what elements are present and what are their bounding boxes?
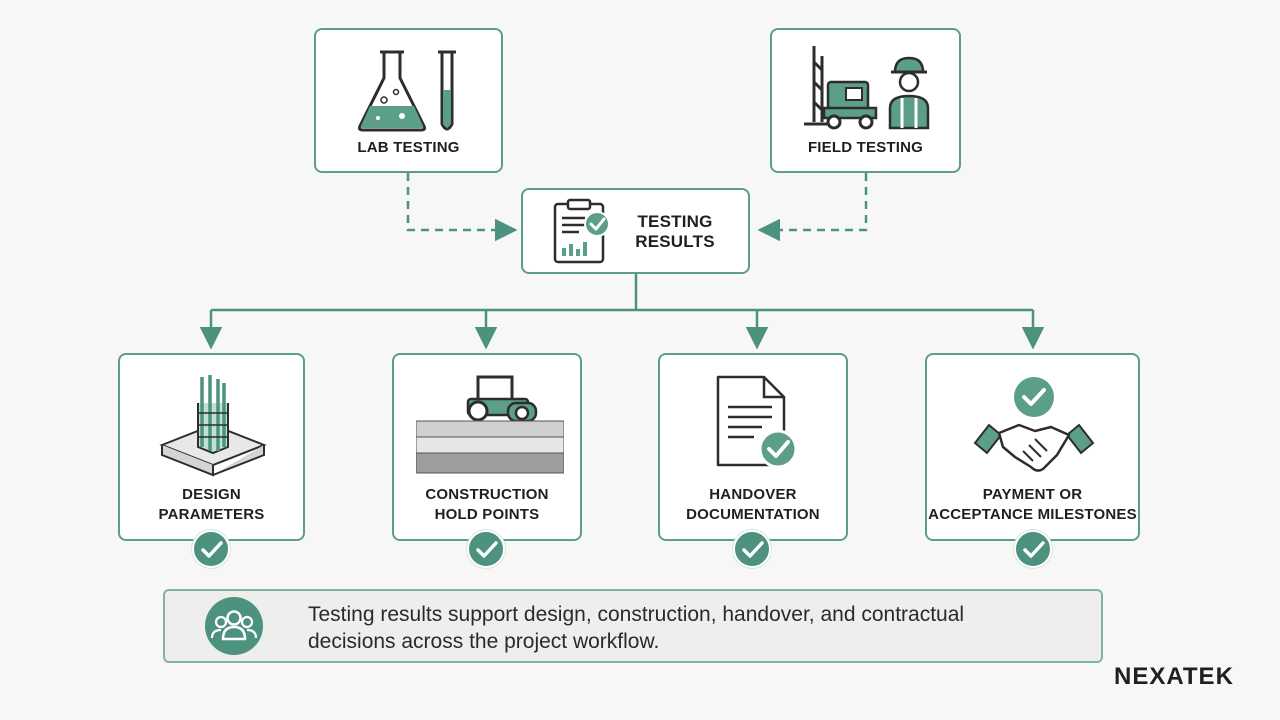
design-parameters-check-icon xyxy=(192,530,230,568)
testing-results-label: TESTING RESULTS xyxy=(635,212,715,251)
lab-testing-label: LAB TESTING xyxy=(357,139,460,156)
summary-bar: Testing results support design, construc… xyxy=(163,589,1103,663)
design-parameters-label: DESIGN PARAMETERS xyxy=(158,486,265,523)
field-testing-label: FIELD TESTING xyxy=(807,139,924,156)
payment-milestones-box: PAYMENT OR ACCEPTANCE MILESTONES xyxy=(925,353,1140,541)
handover-documentation-label: HANDOVER DOCUMENTATION xyxy=(686,486,820,523)
payment-milestones-check-icon xyxy=(1014,530,1052,568)
payment-milestones-label: PAYMENT OR ACCEPTANCE MILESTONES xyxy=(928,486,1137,523)
construction-hold-points-box: CONSTRUCTION HOLD POINTS xyxy=(392,353,582,541)
drill-rig-worker-icon xyxy=(804,46,930,130)
handover-documentation-box: HANDOVER DOCUMENTATION xyxy=(658,353,848,541)
foundation-rebar-icon xyxy=(159,375,267,477)
roller-compactor-icon xyxy=(416,375,564,474)
lab-to-results-arrow xyxy=(406,173,518,242)
nexatek-logo: NEXATEK xyxy=(1114,663,1234,690)
construction-hold-points-label: CONSTRUCTION HOLD POINTS xyxy=(425,486,549,523)
document-check-icon xyxy=(716,375,798,469)
field-to-results-arrow xyxy=(757,173,868,242)
handover-documentation-check-icon xyxy=(733,530,771,568)
summary-text: Testing results support design, construc… xyxy=(308,603,965,653)
lab-testing-box: LAB TESTING xyxy=(314,28,503,173)
field-testing-box: FIELD TESTING xyxy=(770,28,961,173)
team-icon xyxy=(205,597,263,655)
lab-flask-icon xyxy=(357,50,456,132)
handshake-check-icon xyxy=(973,377,1095,472)
testing-results-box: TESTING RESULTS xyxy=(521,188,750,274)
svg-text:NEXATEK: NEXATEK xyxy=(1114,663,1234,690)
clipboard-check-chart-icon xyxy=(553,198,610,264)
design-parameters-box: DESIGN PARAMETERS xyxy=(118,353,305,541)
construction-hold-points-check-icon xyxy=(467,530,505,568)
